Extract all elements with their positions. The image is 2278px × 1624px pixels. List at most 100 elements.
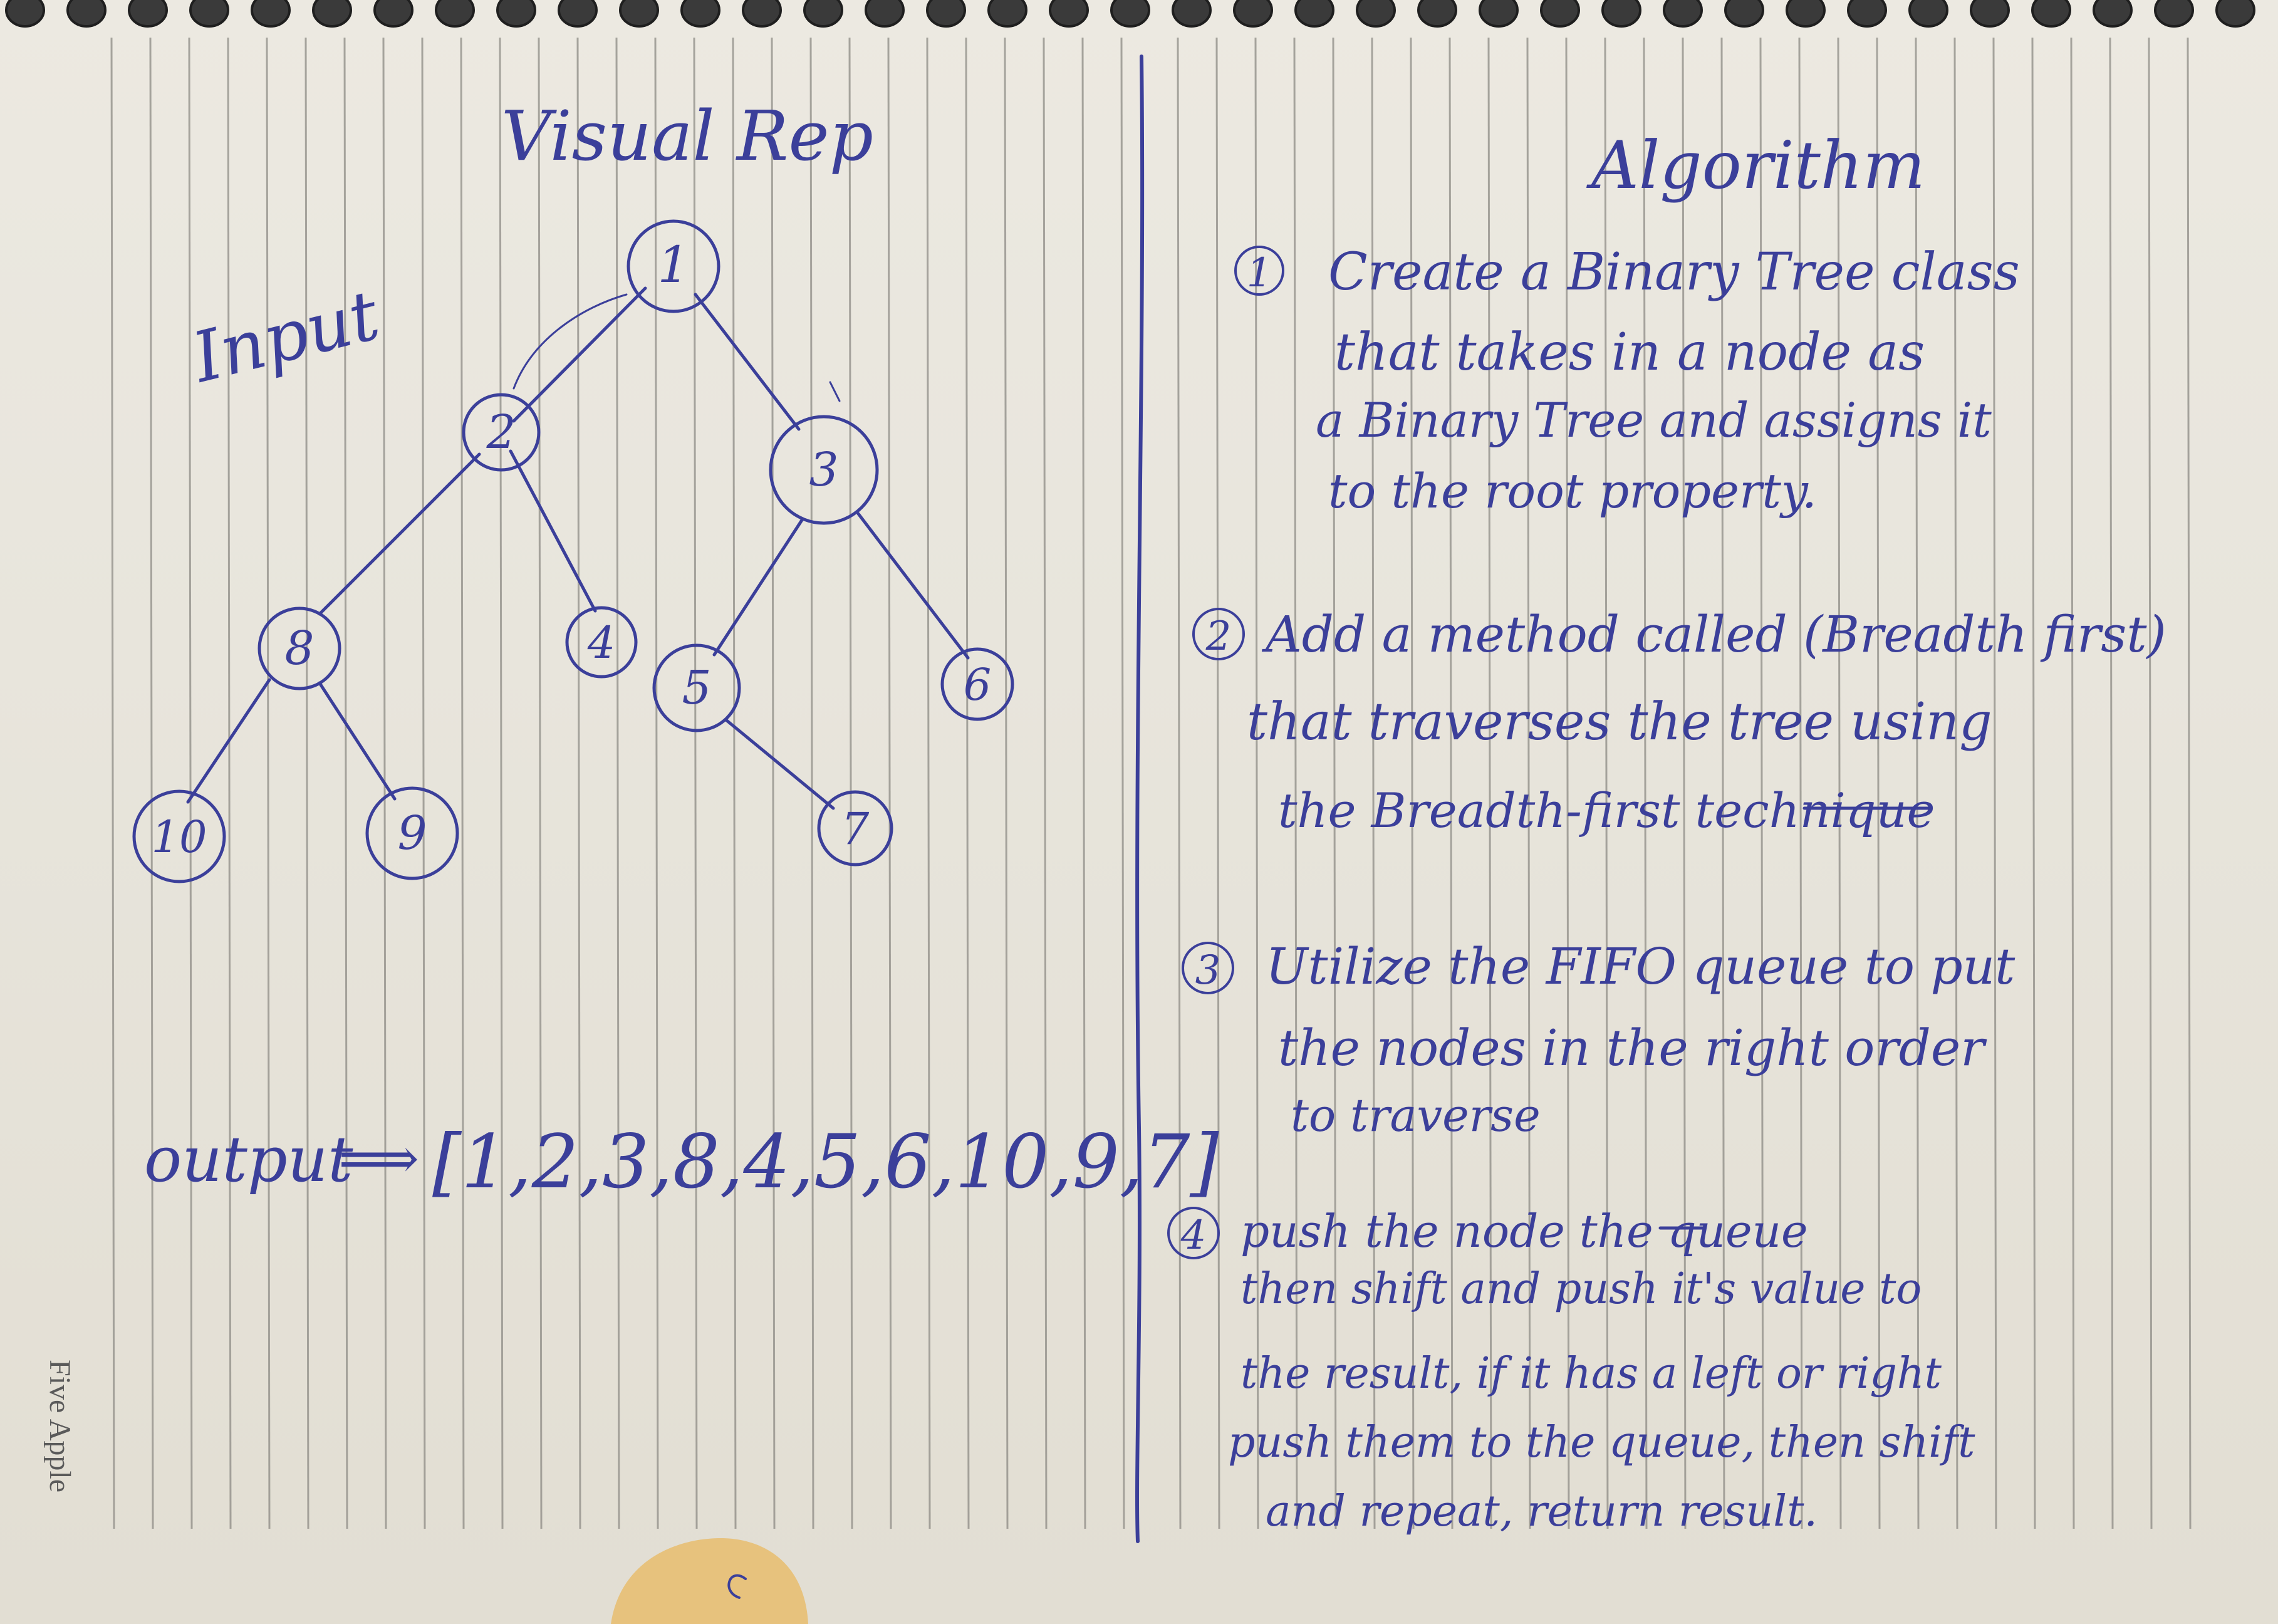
tree-node: 5 xyxy=(652,643,741,732)
spiral-ring xyxy=(1233,0,1273,28)
step-line: and repeat, return result. xyxy=(1266,1487,1818,1536)
node-label: 8 xyxy=(284,622,314,675)
spiral-ring xyxy=(1786,0,1826,28)
step-line: the nodes in the right order xyxy=(1278,1019,1987,1077)
step-line: to the root property. xyxy=(1328,463,1817,519)
algorithm-step: 3 Utilize the FIFO queue to put the node… xyxy=(1182,937,2015,1142)
spiral-ring xyxy=(2093,0,2133,28)
input-label: Input xyxy=(184,274,387,398)
rule-line xyxy=(1798,37,1803,1529)
spiral-ring xyxy=(1970,0,2010,28)
algorithm-title: Algorithm xyxy=(1586,127,1925,204)
tree-edge xyxy=(694,293,801,431)
rule-line xyxy=(2148,37,2153,1529)
rule-line xyxy=(1487,37,1492,1529)
spiral-ring xyxy=(5,0,45,28)
rule-line xyxy=(1448,37,1454,1529)
step-line: Create a Binary Tree class xyxy=(1328,242,2020,302)
step-line: Utilize the FIFO queue to put xyxy=(1266,937,2015,996)
step-number: 3 xyxy=(1195,947,1221,994)
tree-edge xyxy=(509,449,597,613)
tick-mark xyxy=(829,381,841,402)
spiral-ring xyxy=(1540,0,1580,28)
step-line: that traverses the tree using xyxy=(1247,692,1992,752)
tab-mark xyxy=(727,1574,747,1599)
rule-line xyxy=(2109,37,2114,1529)
node-label: 6 xyxy=(964,659,992,710)
rule-line xyxy=(1604,37,1609,1529)
spiral-ring xyxy=(680,0,720,28)
rule-line xyxy=(227,37,232,1529)
step-line: Add a method called (Breadth first) xyxy=(1261,605,2166,664)
rule-line xyxy=(2031,37,2036,1529)
tree-edge xyxy=(712,518,804,657)
spiral-ring xyxy=(1908,0,1948,28)
output-value: [1,2,3,8,4,5,6,10,9,7] xyxy=(432,1118,1219,1205)
rule-line xyxy=(1759,37,1764,1529)
visual-rep-title: Visual Rep xyxy=(501,96,873,176)
spiral-ring xyxy=(1847,0,1887,28)
step-line: to traverse xyxy=(1291,1089,1541,1142)
spiral-ring xyxy=(128,0,168,28)
rule-line xyxy=(1177,37,1182,1529)
page-tab xyxy=(611,1538,808,1624)
rule-line xyxy=(538,37,543,1529)
tree-edge xyxy=(318,681,397,801)
spiral-ring xyxy=(2031,0,2071,28)
rule-line xyxy=(693,37,698,1529)
rule-line xyxy=(1915,37,1920,1529)
step-line: then shift and push it's value to xyxy=(1240,1264,1922,1314)
rule-line xyxy=(343,37,348,1529)
step-line: push them to the queue, then shift xyxy=(1228,1418,1975,1467)
rule-line xyxy=(110,37,115,1529)
tree-node: 8 xyxy=(257,606,341,690)
rule-line xyxy=(1081,37,1086,1529)
step-number: 2 xyxy=(1205,613,1232,660)
output-label: output xyxy=(144,1123,353,1196)
node-label: 4 xyxy=(587,617,616,669)
spiral-ring xyxy=(66,0,107,28)
node-label: 10 xyxy=(151,811,207,863)
tree-edge xyxy=(186,678,271,804)
rule-line xyxy=(1720,37,1725,1529)
rule-line xyxy=(654,37,659,1529)
rule-line xyxy=(304,37,309,1529)
algorithm-step: 1 Create a Binary Tree class that takes … xyxy=(1234,242,2020,519)
tree-node: 1 xyxy=(627,219,720,313)
spiral-ring xyxy=(2154,0,2194,28)
rule-line xyxy=(188,37,193,1529)
rule-line xyxy=(266,37,271,1529)
rule-line xyxy=(965,37,970,1529)
rule-line xyxy=(1526,37,1531,1529)
spiral-ring xyxy=(251,0,291,28)
spiral-ring xyxy=(1601,0,1641,28)
spiral-ring xyxy=(1724,0,1764,28)
tree-node: 3 xyxy=(769,415,879,525)
brand-label: Five Apple xyxy=(43,1360,76,1492)
rule-line xyxy=(1953,37,1958,1529)
rule-line xyxy=(732,37,737,1529)
spiral-ring xyxy=(742,0,782,28)
rule-line xyxy=(1410,37,1415,1529)
spiral-ring xyxy=(1110,0,1150,28)
spiral-binding xyxy=(5,0,2255,28)
spiral-ring xyxy=(2215,0,2255,28)
rule-line xyxy=(1293,37,1298,1529)
tree-node: 6 xyxy=(940,647,1014,721)
node-label: 1 xyxy=(658,236,690,294)
spiral-ring xyxy=(1172,0,1212,28)
rule-line xyxy=(576,37,581,1529)
rule-line xyxy=(848,37,853,1529)
rule-line xyxy=(1120,37,1125,1529)
traversal-hint-arrow xyxy=(512,293,628,390)
rule-line xyxy=(1992,37,1997,1529)
rule-line xyxy=(771,37,776,1529)
rule-line xyxy=(149,37,154,1529)
tree-edges xyxy=(186,286,970,810)
spiral-ring xyxy=(1294,0,1334,28)
spiral-ring xyxy=(803,0,843,28)
tree-edge xyxy=(318,452,481,616)
step-line: the Breadth-first technique xyxy=(1278,783,1935,838)
rule-line xyxy=(1837,37,1842,1529)
tree-node: 7 xyxy=(817,790,893,867)
